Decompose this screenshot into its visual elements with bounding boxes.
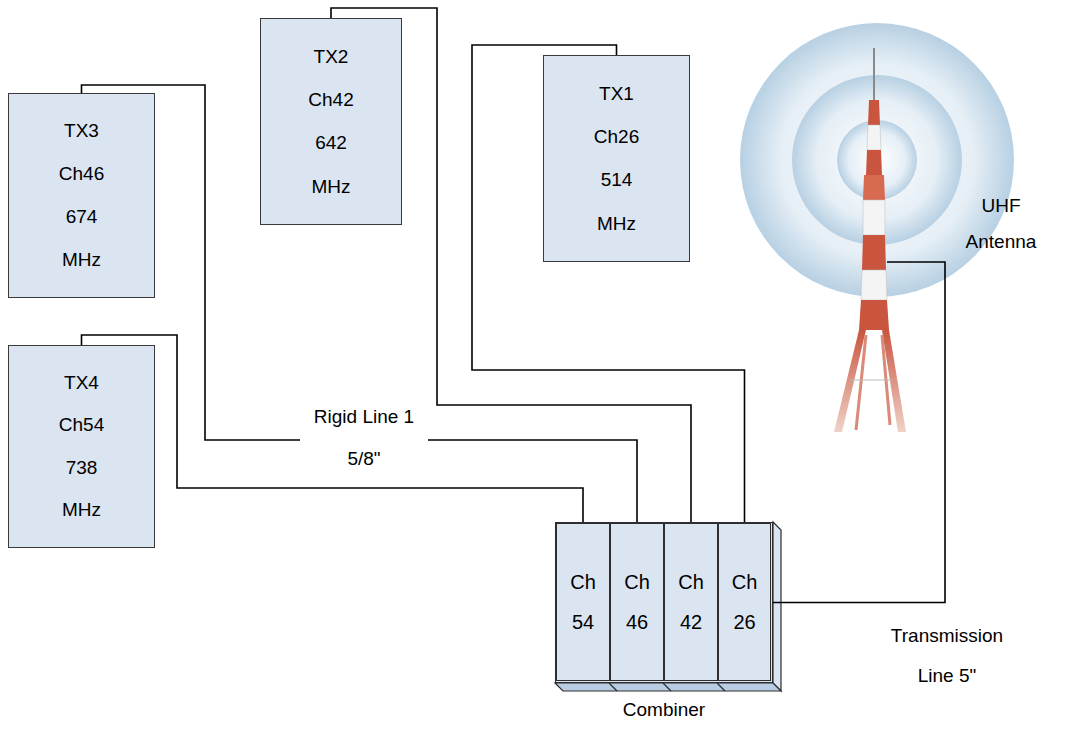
transmitter-label: 674 <box>66 205 98 229</box>
transmitter-label: TX4 <box>64 371 99 395</box>
transmitter-label: TX1 <box>599 82 634 106</box>
radio-waves <box>740 23 1014 297</box>
transmitter-label: MHz <box>597 212 636 236</box>
transmitter-label: TX2 <box>314 45 349 69</box>
transmitter-label: 514 <box>601 168 633 192</box>
transmitter-label: MHz <box>62 248 101 272</box>
transmitter-label: Ch42 <box>308 88 353 112</box>
transmitter-label: 642 <box>315 131 347 155</box>
transmitter-box: TX2Ch42 642MHz <box>260 18 402 225</box>
transmitter-label: MHz <box>311 175 350 199</box>
antenna-label: UHF Antenna <box>955 188 1047 260</box>
transmitter-box: TX1Ch26 514MHz <box>543 55 690 262</box>
feeder-line <box>887 262 945 445</box>
antenna-node: UHF Antenna <box>840 28 1068 445</box>
transmitter-box: TX3Ch46 674MHz <box>8 93 155 298</box>
channel-port: Ch 54 <box>556 523 610 681</box>
antenna-tower <box>834 48 906 432</box>
transmitter-label: Ch46 <box>59 162 104 186</box>
channel-port: Ch 26 <box>718 523 771 681</box>
line-label: Rigid Line 1 5/8" <box>300 396 428 480</box>
transmitter-label: TX3 <box>64 119 99 143</box>
cable-line <box>82 335 584 523</box>
channel-label: Ch 46 <box>621 562 653 642</box>
transmitter-label: 738 <box>66 456 98 480</box>
combiner-3d-sides <box>555 522 781 691</box>
channel-label: Ch 42 <box>675 562 707 642</box>
cable-line <box>472 45 745 523</box>
combiner-label: Combiner <box>556 698 772 722</box>
channel-label: Ch 26 <box>729 562 761 642</box>
cable-line <box>773 445 945 603</box>
combiner-box: CombinerCh 54Ch 46Ch 42Ch 26 <box>555 522 773 683</box>
transmitter-box: TX4Ch54 738MHz <box>8 345 155 548</box>
channel-port: Ch 42 <box>664 523 718 681</box>
line-label: Transmission Line 5" <box>884 616 1010 696</box>
channel-port: Ch 46 <box>610 523 664 681</box>
transmitter-label: Ch26 <box>594 125 639 149</box>
transmitter-label: MHz <box>62 498 101 522</box>
channel-label: Ch 54 <box>567 562 599 642</box>
transmitter-label: Ch54 <box>59 413 104 437</box>
